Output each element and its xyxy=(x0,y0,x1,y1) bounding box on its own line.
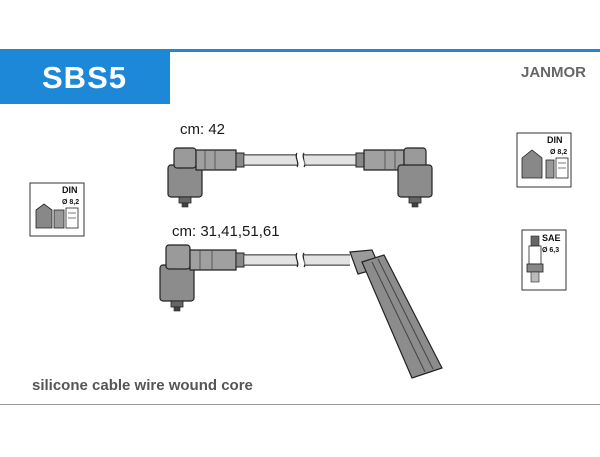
din-badge-left: DIN Ø 8,2 xyxy=(29,182,85,237)
cable-1-right-boot xyxy=(355,147,433,208)
product-code: SBS5 xyxy=(42,60,127,95)
cable-2-left-boot xyxy=(159,244,245,312)
distributor-cap-icon xyxy=(35,203,53,229)
din-badge-right-standard: DIN xyxy=(547,135,563,145)
sae-badge-right: SAE Ø 6,3 xyxy=(521,229,567,291)
footer-rule xyxy=(0,404,600,405)
ignition-coil-icon xyxy=(521,149,543,179)
sae-badge-diameter: Ø 6,3 xyxy=(542,247,559,254)
product-code-box xyxy=(0,49,170,104)
cable-description: silicone cable wire wound core xyxy=(32,377,253,394)
cable-2-straight-boot xyxy=(349,249,443,379)
cable-2-length-label: cm: 31,41,51,61 xyxy=(172,223,280,240)
cable-1-length-label: cm: 42 xyxy=(180,121,226,138)
din-badge-left-standard: DIN xyxy=(62,185,78,195)
header-rule xyxy=(0,49,600,52)
spark-plug-icon xyxy=(528,245,542,265)
din-badge-right-diameter: Ø 8,2 xyxy=(550,149,567,156)
din-badge-right: DIN Ø 8,2 xyxy=(516,132,572,188)
cable-1-left-boot xyxy=(167,147,245,208)
cable-2 xyxy=(159,244,443,379)
din-badge-left-diameter: Ø 8,2 xyxy=(62,199,79,206)
cable-1 xyxy=(167,147,433,208)
sae-badge-standard: SAE xyxy=(542,233,561,243)
brand-name: JANMOR xyxy=(520,64,586,81)
